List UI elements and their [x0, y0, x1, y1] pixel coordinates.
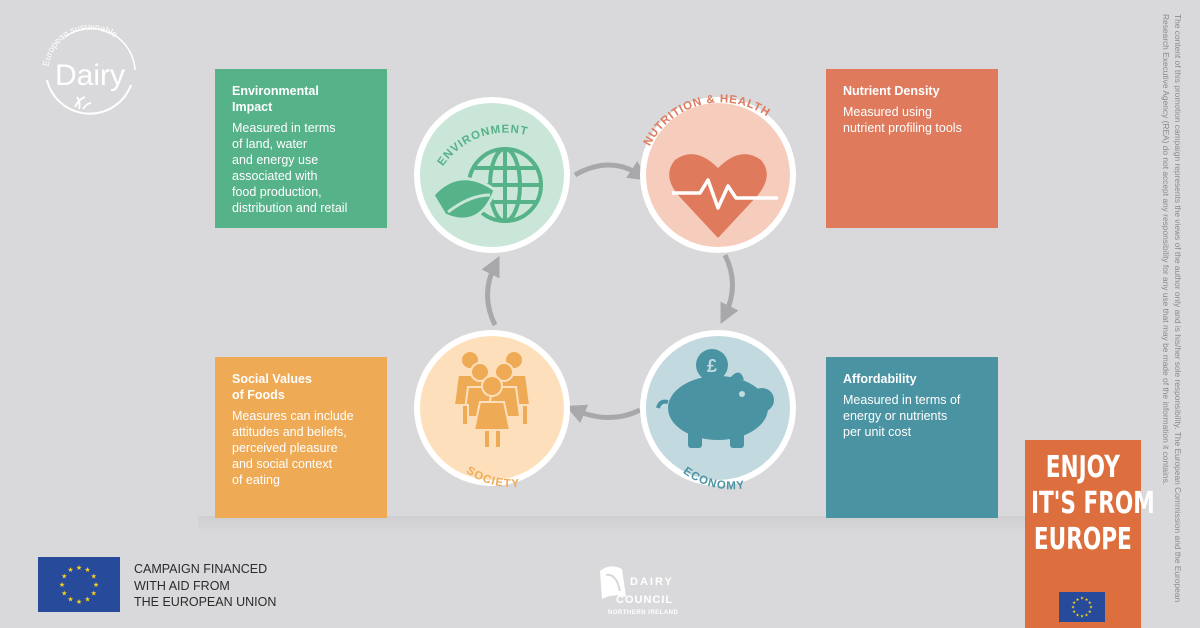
eu-star: ★: [1084, 597, 1089, 602]
eu-star: ★: [84, 596, 90, 604]
dairy-council-logo: DAIRY COUNCIL NORTHERN IRELAND: [600, 566, 678, 616]
eu-star: ★: [67, 596, 73, 604]
eu-star: ★: [1088, 609, 1093, 614]
enjoy-eu-flag: ★★★★★★★★★★★★: [1059, 592, 1105, 622]
society-circle: SOCIETY: [414, 330, 570, 490]
social-values-desc: Measures can include attitudes and belie…: [232, 409, 354, 487]
eu-star: ★: [67, 566, 73, 574]
eu-star: ★: [1071, 605, 1076, 610]
environmental-impact-box: Environmental Impact Measured in terms o…: [215, 69, 387, 228]
eu-star: ★: [1088, 600, 1093, 605]
pound-sign: £: [707, 356, 717, 376]
enjoy-line1: ENJOY: [1045, 450, 1120, 485]
eu-star: ★: [93, 581, 99, 589]
eu-star: ★: [91, 572, 97, 580]
social-values-title: Social Values of Foods: [232, 372, 312, 402]
environmental-impact-title: Environmental Impact: [232, 84, 319, 114]
eu-flag: ★★★★★★★★★★★★: [38, 557, 120, 612]
arrow-society-to-environment: [481, 256, 500, 327]
affordability-desc: Measured in terms of energy or nutrients…: [843, 393, 961, 439]
arrow-economy-to-society: [565, 404, 642, 424]
eu-star: ★: [1089, 605, 1094, 610]
eu-star: ★: [1075, 612, 1080, 617]
nutrient-density-desc: Measured using nutrient profiling tools: [843, 105, 962, 135]
nutrient-density-title: Nutrient Density: [843, 84, 940, 98]
dairy-council-line1: DAIRY: [630, 576, 674, 588]
logo-word: Dairy: [55, 59, 125, 92]
stage-shadow: [198, 516, 1028, 534]
cycle-arrows: [481, 161, 739, 424]
eu-star: ★: [84, 566, 90, 574]
piggy-bank-icon: £: [656, 349, 774, 448]
environmental-impact-desc: Measured in terms of land, water and ene…: [232, 121, 348, 215]
eu-star: ★: [1080, 614, 1085, 619]
eu-star: ★: [91, 589, 97, 597]
nutrition-health-circle: NUTRITION & HEALTH: [640, 93, 796, 253]
eu-star: ★: [59, 581, 65, 589]
affordability-box: Affordability Measured in terms of energ…: [826, 357, 998, 518]
eu-star: ★: [76, 564, 82, 572]
environment-circle: ENVIRONMENT: [414, 97, 570, 253]
people-group-icon: [452, 350, 532, 449]
globe-leaf-icon: [431, 147, 543, 223]
affordability-title: Affordability: [843, 372, 917, 386]
eu-star: ★: [1072, 609, 1077, 614]
eu-star: ★: [1072, 600, 1077, 605]
eu-star: ★: [1080, 596, 1085, 601]
arrow-env-to-nutrition: [573, 161, 649, 181]
heart-pulse-icon: [669, 154, 778, 238]
eu-star: ★: [1084, 612, 1089, 617]
eu-star: ★: [1075, 597, 1080, 602]
eu-star: ★: [61, 589, 67, 597]
enjoy-line2: IT'S FROM: [1031, 486, 1155, 521]
enjoy-its-from-europe-badge: ENJOY IT'S FROM EUROPE ★★★★★★★★★★★★: [1025, 440, 1155, 628]
nutrient-density-box: Nutrient Density Measured using nutrient…: [826, 69, 998, 228]
eu-campaign-text: CAMPAIGN FINANCED WITH AID FROM THE EURO…: [134, 562, 277, 609]
arrow-nutrition-to-economy: [720, 253, 739, 324]
social-values-box: Social Values of Foods Measures can incl…: [215, 357, 387, 518]
disclaimer-text: The content of this promotion campaign r…: [1161, 14, 1183, 603]
economy-circle: ECONOMY £: [640, 330, 796, 492]
eu-star: ★: [61, 572, 67, 580]
eu-star: ★: [76, 598, 82, 606]
dairy-logo: European sustainable Dairy: [41, 25, 136, 115]
enjoy-line3: EUROPE: [1033, 522, 1132, 557]
dairy-council-line2: COUNCIL: [616, 594, 673, 606]
sustainability-cycle: ENVIRONMENT NUTRITION & HEALTH SOCIETY: [414, 93, 796, 492]
dairy-council-line3: NORTHERN IRELAND: [608, 610, 678, 616]
